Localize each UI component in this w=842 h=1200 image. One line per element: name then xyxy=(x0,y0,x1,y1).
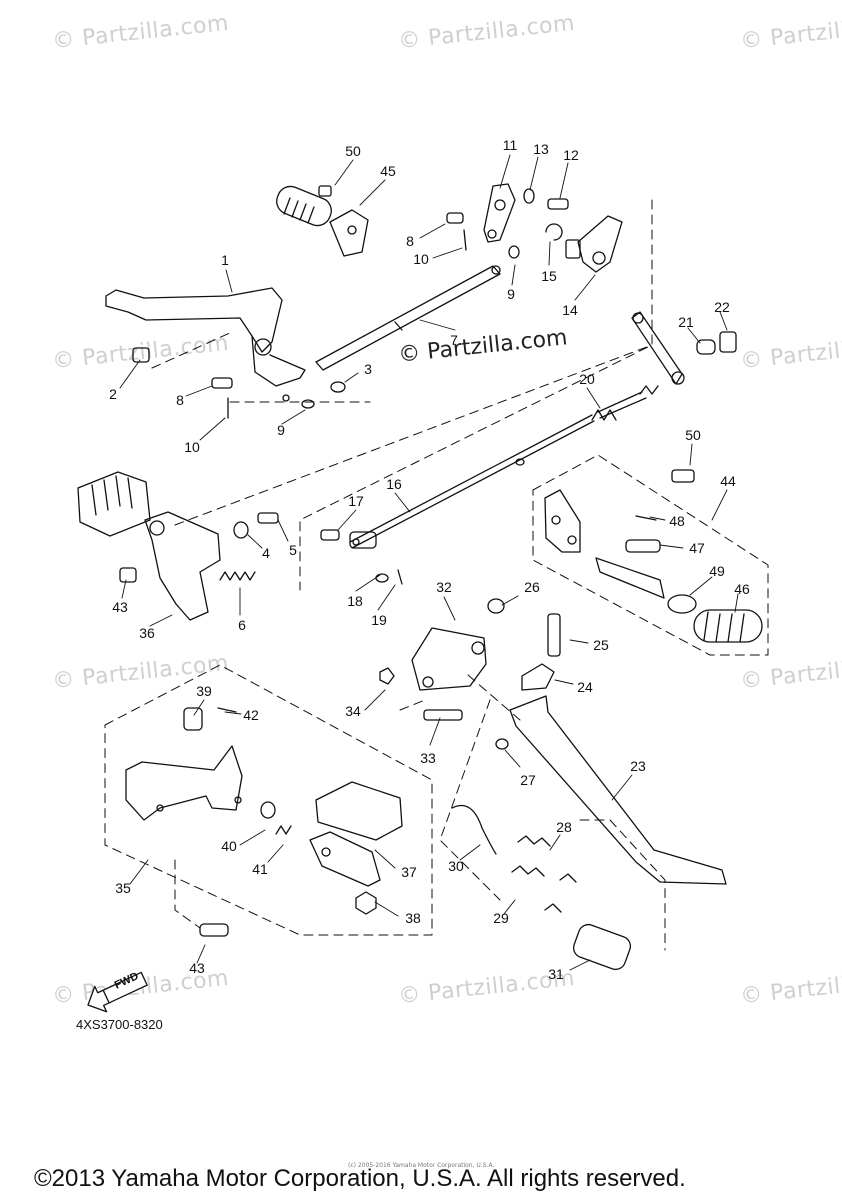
leader-lines xyxy=(119,154,739,971)
brake-rod xyxy=(320,414,595,585)
callout: 18 xyxy=(347,593,363,609)
assembly-outlines xyxy=(104,199,769,951)
callout: 39 xyxy=(196,683,212,699)
lower-footrest-assembly xyxy=(125,707,403,937)
callout: 10 xyxy=(184,439,200,455)
sidestand-assembly xyxy=(379,598,727,971)
callout: 33 xyxy=(420,750,436,766)
left-footrest-assembly xyxy=(77,471,279,621)
callout: 10 xyxy=(413,251,429,267)
callout: 11 xyxy=(502,137,518,153)
callout: 40 xyxy=(221,838,237,854)
callout: 43 xyxy=(112,599,128,615)
callout: 20 xyxy=(579,371,595,387)
callout: 23 xyxy=(630,758,646,774)
callout: 9 xyxy=(507,286,515,302)
callout: 25 xyxy=(593,637,609,653)
callout: 3 xyxy=(364,361,372,377)
callout: 24 xyxy=(577,679,593,695)
diagram-code: 4XS3700-8320 xyxy=(76,1017,163,1032)
callout: 50 xyxy=(345,143,361,159)
callout: 8 xyxy=(176,392,184,408)
callout: 47 xyxy=(689,540,705,556)
callout: 37 xyxy=(401,864,417,880)
callout: 4 xyxy=(262,545,270,561)
rear-footrest-top xyxy=(276,185,369,257)
fine-print: (c) 2005-2016 Yamaha Motor Corporation, … xyxy=(348,1162,495,1169)
callout: 43 xyxy=(189,960,205,976)
callout: 9 xyxy=(277,422,285,438)
callout: 2 xyxy=(109,386,117,402)
callout: 48 xyxy=(669,513,685,529)
callout: 50 xyxy=(685,427,701,443)
pedal-linkage-right xyxy=(591,311,737,421)
copyright-notice: ©2013 Yamaha Motor Corporation, U.S.A. A… xyxy=(34,1165,686,1192)
fwd-arrow-icon xyxy=(87,971,148,1013)
callout: 38 xyxy=(405,910,421,926)
callout: 31 xyxy=(548,966,564,982)
callout: 17 xyxy=(348,493,364,509)
callout: 44 xyxy=(720,473,736,489)
callout: 21 xyxy=(678,314,694,330)
callout: 15 xyxy=(541,268,557,284)
callout: 1 xyxy=(221,252,229,268)
callout: 5 xyxy=(289,542,297,558)
callout: 41 xyxy=(252,861,268,877)
callout: 30 xyxy=(448,858,464,874)
callout: 14 xyxy=(562,302,578,318)
shift-rod xyxy=(315,265,501,371)
callout: 42 xyxy=(243,707,259,723)
callout: 49 xyxy=(709,563,725,579)
callout: 13 xyxy=(533,141,549,157)
callout: 45 xyxy=(380,163,396,179)
callout: 28 xyxy=(556,819,572,835)
callout: 12 xyxy=(563,147,579,163)
callout: 32 xyxy=(436,579,452,595)
callout: 29 xyxy=(493,910,509,926)
callout: 34 xyxy=(345,703,361,719)
callout: 27 xyxy=(520,772,536,788)
callout: 46 xyxy=(734,581,750,597)
callout: 36 xyxy=(139,625,155,641)
shift-arm-assembly xyxy=(446,183,623,273)
callout: 35 xyxy=(115,880,131,896)
callout: 19 xyxy=(371,612,387,628)
callout: 16 xyxy=(386,476,402,492)
callout: 6 xyxy=(238,617,246,633)
brake-pedal xyxy=(105,287,346,419)
callout: 22 xyxy=(714,299,730,315)
callout: 26 xyxy=(524,579,540,595)
callout: 8 xyxy=(406,233,414,249)
callout: 7 xyxy=(450,332,458,348)
passenger-footrest-assembly xyxy=(544,469,763,643)
